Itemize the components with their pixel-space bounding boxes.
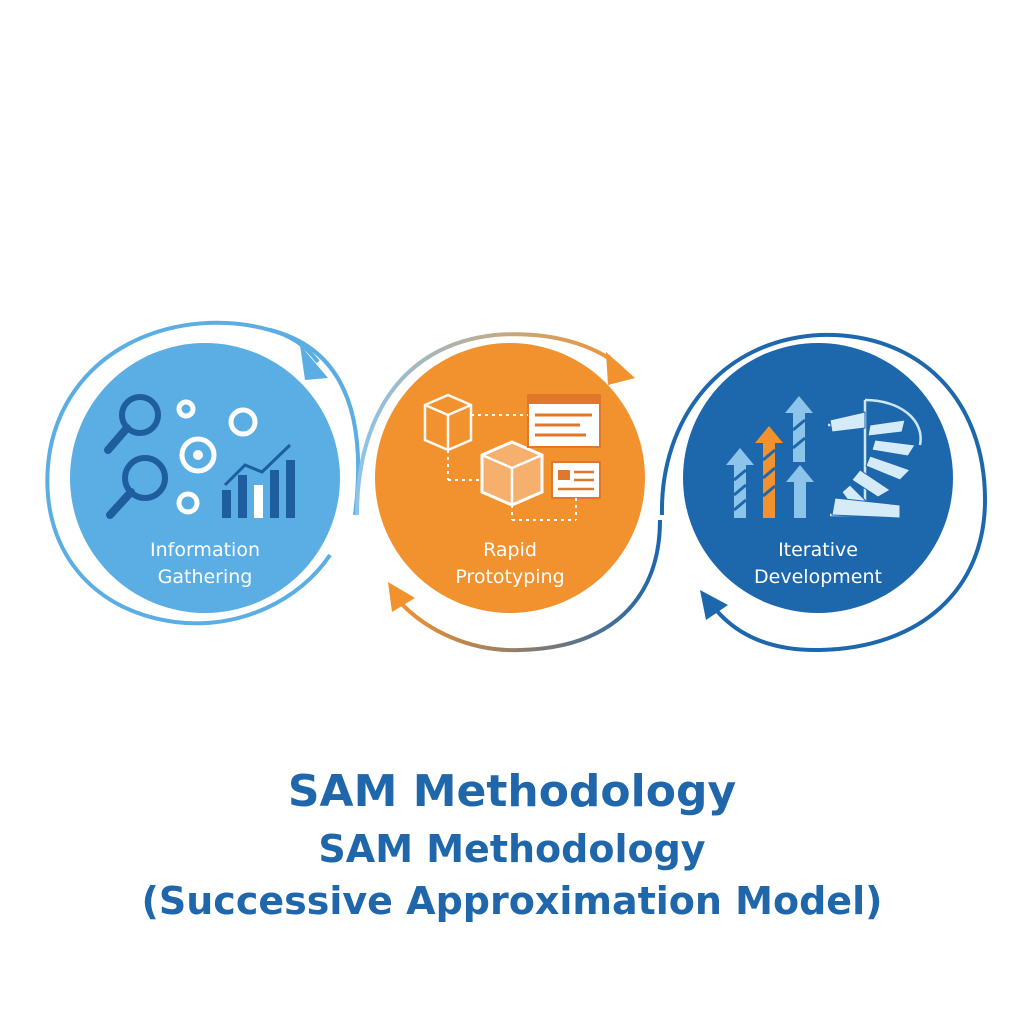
stage-label-3-line2: Development xyxy=(754,566,882,588)
arrow-head-4 xyxy=(700,590,728,620)
cycle-arc-2 xyxy=(355,332,662,653)
cycle-arc-3 xyxy=(659,332,988,653)
stage-label-1-line2: Gathering xyxy=(158,566,253,588)
arrows-spiral-stair-icon xyxy=(726,396,922,519)
page-subtitle-full: (Successive Approximation Model) xyxy=(141,879,883,923)
stage-label-3-line1: Iterative xyxy=(778,539,858,561)
cycle-arc-1 xyxy=(45,320,361,626)
stage-label-2-line1: Rapid xyxy=(483,539,537,561)
stage-label-1-line1: Information xyxy=(150,539,260,561)
page-title: SAM Methodology xyxy=(287,766,737,817)
arrow-head-2 xyxy=(606,352,635,385)
cubes-wireframe-icon xyxy=(423,393,601,521)
arrow-head-1 xyxy=(300,345,328,380)
magnifier-gears-chart-icon xyxy=(104,394,295,519)
page-subtitle: SAM Methodology xyxy=(318,827,706,871)
stage-circle-information-gathering xyxy=(70,343,340,613)
arrow-head-3 xyxy=(388,582,415,612)
stage-circle-iterative-development xyxy=(683,343,953,613)
stage-label-2-line2: Prototyping xyxy=(455,566,564,588)
title-block: SAM Methodology SAM Methodology (Success… xyxy=(0,760,1024,928)
